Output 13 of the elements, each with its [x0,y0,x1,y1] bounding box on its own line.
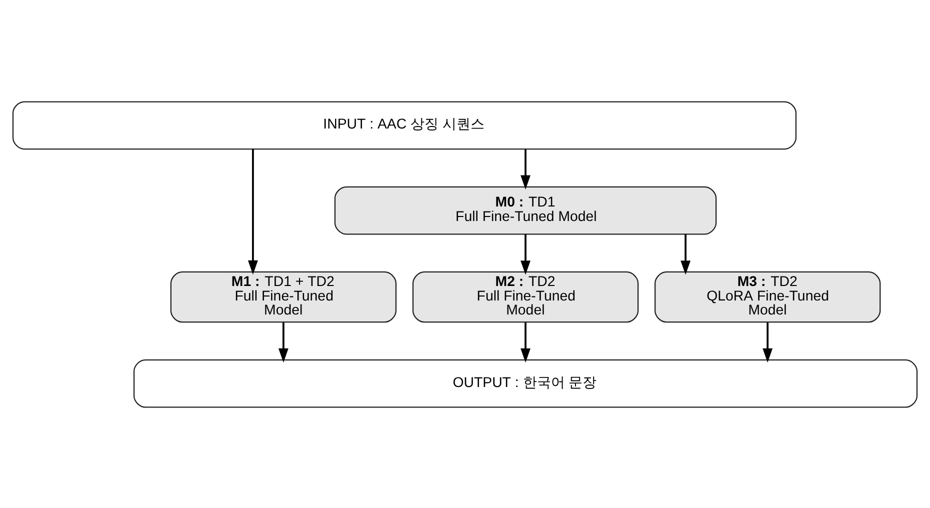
node-box: INPUT : AAC 상징 시퀀스 [12,100,797,150]
node-box: OUTPUT : 한국어 문장 [133,358,918,408]
node-box: M2 : TD2 Full Fine-Tuned Model [412,270,639,322]
arrow [520,148,530,190]
node-box: M1 : TD1 + TD2 Full Fine-Tuned Model [170,270,397,322]
arrow [278,322,288,362]
arrow [520,234,530,274]
arrow [762,322,773,362]
arrow [248,148,258,274]
node-box: M0 : TD1 Full Fine-Tuned Model [334,186,717,234]
node-box: M3 : TD2 QLoRA Fine-Tuned Model [654,270,881,322]
arrow [680,234,691,274]
arrow [520,322,530,362]
